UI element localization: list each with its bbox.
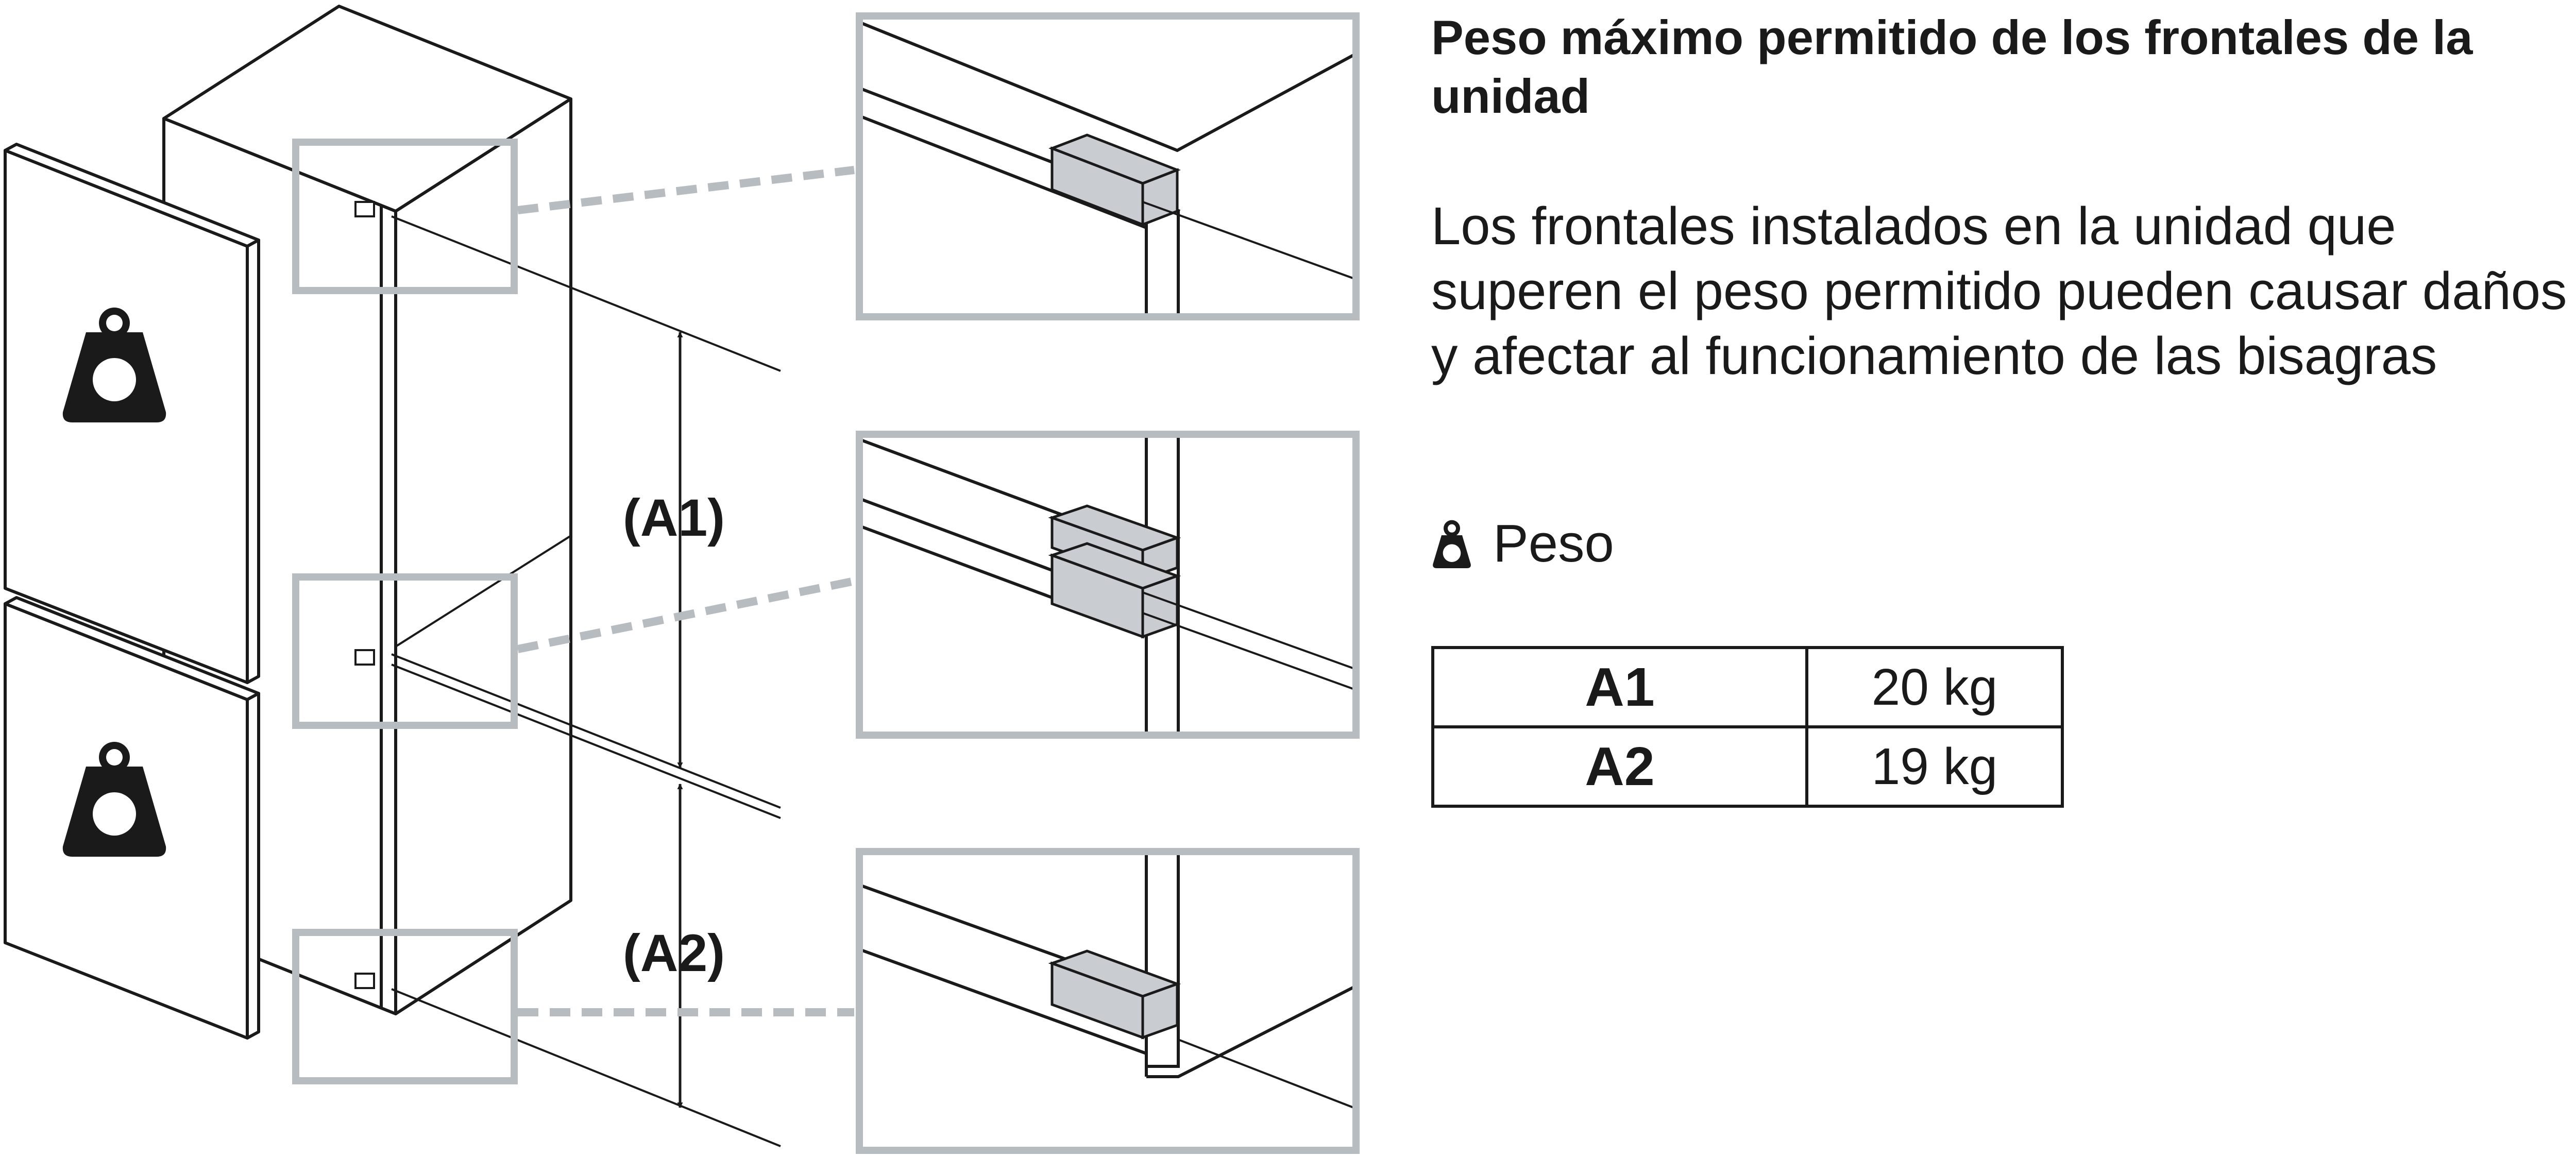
table-row: A2 19 kg — [1431, 725, 2064, 808]
weight-cell: 20 kg — [1805, 646, 2064, 728]
table-row: A1 20 kg — [1431, 646, 2064, 728]
cabinet-hinges — [354, 201, 375, 989]
zone-cell: A2 — [1431, 725, 1808, 808]
section-title: Peso máximo permitido de los frontales d… — [1431, 10, 2473, 123]
weight-table: A1 20 kg A2 19 kg — [1431, 646, 2064, 808]
installation-diagram: (A1) (A2) — [4, 5, 1360, 1154]
detail-view-bottom — [856, 848, 1360, 1154]
description-text: Los frontales instalados en la unidad qu… — [1431, 196, 2567, 385]
highlight-frames — [292, 139, 518, 1084]
detail-frame-top — [856, 12, 1360, 320]
highlight-frame-bottom — [292, 929, 518, 1084]
hidden-edges — [395, 535, 572, 648]
weight-icon — [62, 308, 166, 422]
dimension-label-a1: (A1) — [623, 488, 725, 547]
dimension-label-a2: (A2) — [623, 924, 725, 982]
weight-cell: 19 kg — [1805, 725, 2064, 808]
cabinet-side — [394, 97, 572, 1015]
highlight-frame-top — [292, 139, 518, 294]
weight-icon — [1433, 520, 1471, 568]
reference-lines — [391, 215, 781, 1147]
detail-frame-middle — [856, 431, 1360, 739]
highlight-frame-middle — [292, 573, 518, 729]
lower-door — [4, 596, 260, 1040]
detail-view-top — [856, 12, 1360, 320]
weight-icon — [62, 742, 166, 857]
zone-cell: A1 — [1431, 646, 1808, 728]
detail-view-middle — [856, 431, 1360, 739]
info-panel: Peso máximo permitido de los frontales d… — [1431, 0, 2576, 1156]
detail-frame-bottom — [856, 848, 1360, 1154]
leader-lines — [517, 166, 855, 1016]
legend: Peso — [1431, 510, 1614, 577]
legend-label: Peso — [1493, 514, 1614, 573]
